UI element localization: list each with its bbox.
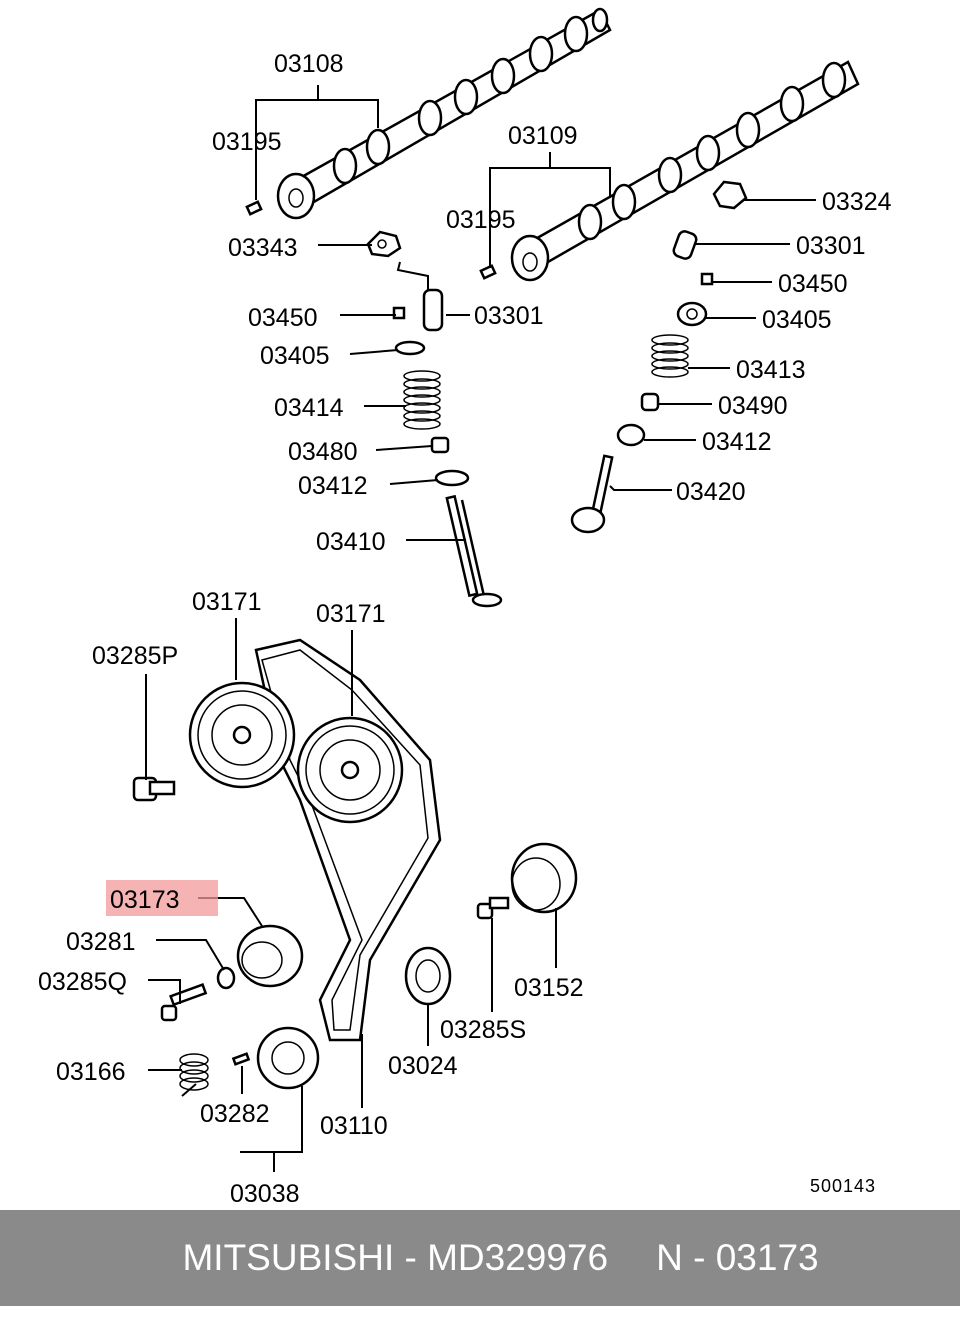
label-03195-left: 03195: [212, 128, 282, 156]
label-03343: 03343: [228, 234, 298, 262]
label-03173: 03173: [110, 886, 180, 914]
pin-left: [245, 200, 263, 216]
label-03301-left: 03301: [474, 302, 544, 330]
highlight-box: [106, 880, 218, 916]
label-03038: 03038: [230, 1180, 300, 1208]
label-03413: 03413: [736, 356, 806, 384]
label-03405-left: 03405: [260, 342, 330, 370]
pin-right: [479, 264, 497, 280]
label-03450-left: 03450: [248, 304, 318, 332]
label-03410: 03410: [316, 528, 386, 556]
label-03490: 03490: [718, 392, 788, 420]
label-03108: 03108: [274, 50, 344, 78]
label-03282: 03282: [200, 1100, 270, 1128]
label-03405-right: 03405: [762, 306, 832, 334]
label-03412-right: 03412: [702, 428, 772, 456]
label-03166: 03166: [56, 1058, 126, 1086]
label-03285S: 03285S: [440, 1016, 526, 1044]
label-03109: 03109: [508, 122, 578, 150]
camshaft-left: [276, 7, 612, 220]
camshaft-right: [510, 60, 860, 282]
footer-text: MITSUBISHI - MD329976 N - 03173: [141, 1195, 818, 1321]
label-03412-left: 03412: [298, 472, 368, 500]
exploded-parts-diagram: 03108 03195 03109 03195 03324 03343 0330…: [38, 7, 892, 1208]
label-03171-right: 03171: [316, 600, 386, 628]
label-03301-right: 03301: [796, 232, 866, 260]
label-03195-right: 03195: [446, 206, 516, 234]
label-03024: 03024: [388, 1052, 458, 1080]
label-03285P: 03285P: [92, 642, 178, 670]
label-03324: 03324: [822, 188, 892, 216]
label-03171-left: 03171: [192, 588, 262, 616]
label-03285Q: 03285Q: [38, 968, 127, 996]
label-03281: 03281: [66, 928, 136, 956]
label-03414: 03414: [274, 394, 344, 422]
valve-train-left: [366, 230, 503, 608]
valve-train-right: [570, 180, 748, 534]
label-03450-right: 03450: [778, 270, 848, 298]
label-03152: 03152: [514, 974, 584, 1002]
leader-lines: [145, 85, 816, 1172]
label-03110: 03110: [320, 1112, 388, 1140]
footer-brand-part: MITSUBISHI - MD329976: [182, 1237, 609, 1278]
footer-ref: N - 03173: [656, 1237, 819, 1278]
label-03420: 03420: [676, 478, 746, 506]
label-03480: 03480: [288, 438, 358, 466]
diagram-code: 500143: [810, 1176, 876, 1196]
footer-bar: MITSUBISHI - MD329976 N - 03173: [0, 1210, 960, 1306]
